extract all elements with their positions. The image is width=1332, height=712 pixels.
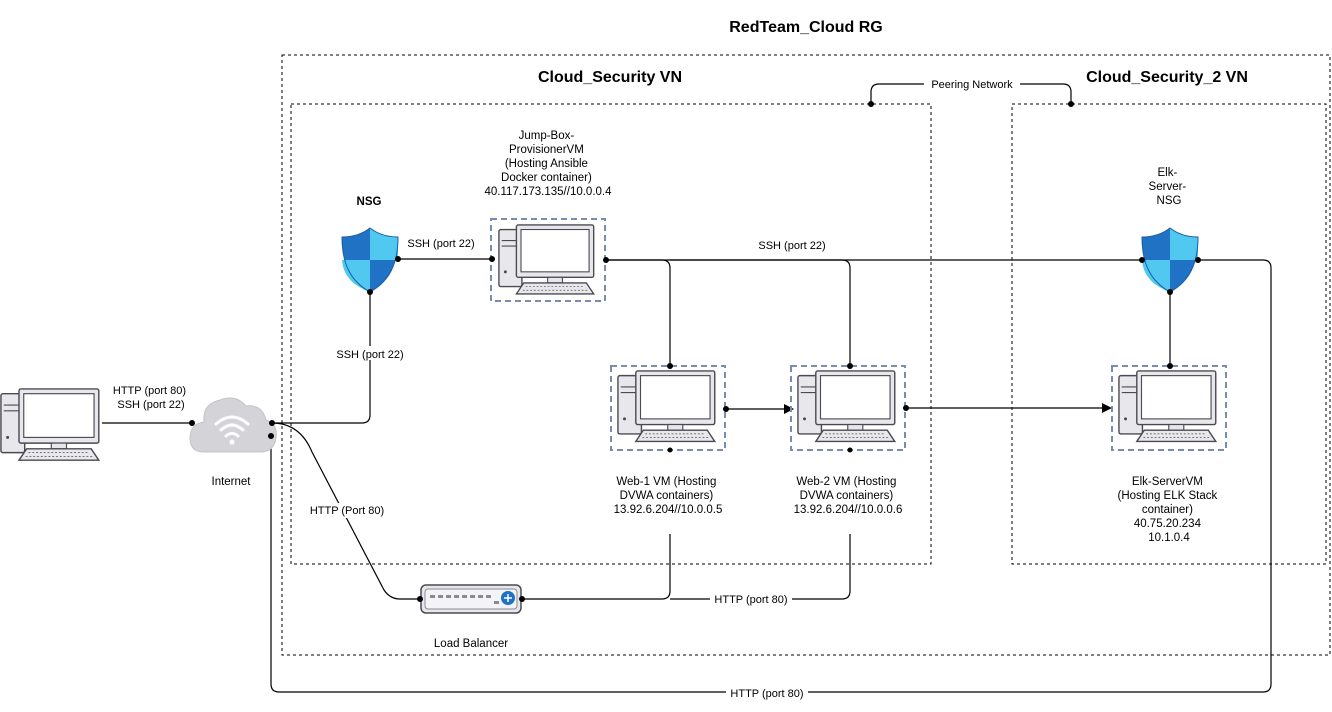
edge-label-bottom: HTTP (port 80) [730, 688, 803, 700]
edge-label-internet-nsg: SSH (port 22) [336, 349, 403, 361]
edge-label-internet-lb: HTTP (Port 80) [310, 505, 384, 517]
elk-computer-icon[interactable] [1118, 370, 1217, 443]
internet-elk-http-wire [270, 259, 1272, 693]
nsg1-label: NSG [357, 196, 382, 208]
web1-computer-icon[interactable] [617, 370, 716, 443]
edge-label-nsg-jump: SSH (port 22) [407, 238, 474, 250]
nsg1-shield-icon[interactable] [341, 227, 399, 293]
jumpbox-web1-wire [606, 259, 671, 366]
edge-label-lb-web2: HTTP (port 80) [714, 594, 787, 606]
vnet1-frame [290, 103, 932, 565]
elk-frame [1111, 365, 1227, 451]
client-label: HTTP (port 80) SSH (port 22) [113, 385, 189, 411]
peering-label: Peering Network [931, 79, 1013, 91]
load-balancer-icon[interactable] [420, 584, 522, 614]
internet-label: Internet [212, 476, 252, 488]
web1-web2-arrow [784, 404, 794, 414]
nsg2-shield-icon[interactable] [1141, 227, 1199, 293]
web1-label: Web-1 VM (Hosting DVWA containers) 13.92… [614, 476, 723, 516]
web2-label: Web-2 VM (Hosting DVWA containers) 13.92… [794, 476, 903, 516]
jumpbox-computer-icon[interactable] [498, 224, 595, 295]
vnet2-title: Cloud_Security_2 VN [1086, 69, 1248, 86]
lb-web1-wire [522, 534, 671, 600]
jumpbox-web2-wire [670, 259, 851, 366]
vnet1-title: Cloud_Security VN [538, 69, 682, 86]
load-balancer-label: Load Balancer [434, 638, 508, 650]
lb-web2-wire [670, 534, 851, 600]
nsg2-label: Elk- Server- NSG [1149, 167, 1190, 207]
internet-nsg-wire [272, 291, 371, 424]
wifi-icon [214, 415, 250, 438]
elk-label: Elk-ServerVM (Hosting ELK Stack containe… [1118, 476, 1221, 544]
resource-group-frame [281, 54, 1331, 656]
client-computer-icon[interactable] [0, 388, 100, 461]
jumpbox-label: Jump-Box- ProvisionerVM (Hosting Ansible… [484, 130, 612, 198]
edge-label-jump-elk: SSH (port 22) [758, 240, 825, 252]
web2-computer-icon[interactable] [797, 370, 896, 443]
connection-dots [189, 101, 1201, 602]
internet-lb-wire [271, 422, 420, 600]
internet-cloud-icon[interactable] [189, 397, 277, 453]
diagram-title: RedTeam_Cloud RG [729, 19, 883, 36]
vnet2-frame [1011, 103, 1327, 565]
web2-elk-arrow [1102, 403, 1112, 413]
